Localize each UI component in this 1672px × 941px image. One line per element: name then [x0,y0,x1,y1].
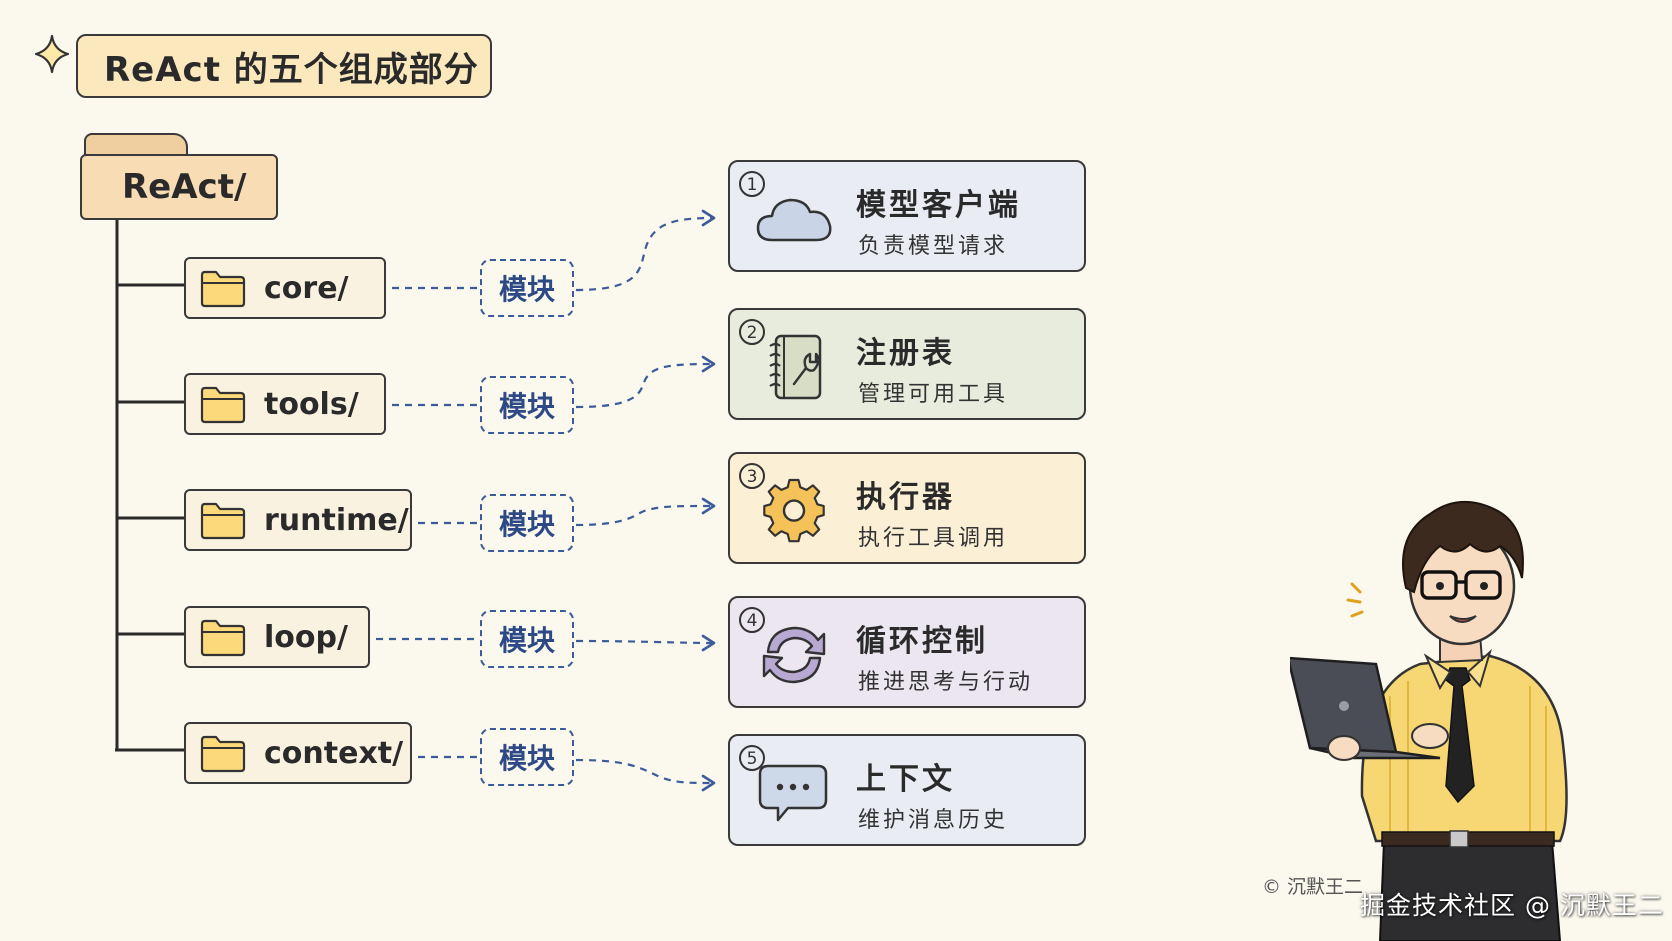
component-title: 注册表 [856,336,955,371]
folder-label: loop/ [264,619,348,655]
root-folder: ReAct/ [80,154,278,220]
number-badge: 2 [739,319,765,345]
tool-notebook-icon [769,334,822,400]
folder-icon [200,270,246,308]
component-card-model-client: 1 模型客户端 负责模型请求 [728,160,1086,272]
module-tag: 模块 [480,610,574,668]
number-badge: 1 [739,171,765,197]
component-title: 循环控制 [856,624,988,659]
folder-icon [200,502,246,540]
folder-icon [200,735,246,773]
number-badge: 5 [739,745,765,771]
sparkle-marks [1346,582,1364,618]
folder-module-links [376,286,480,759]
component-description: 负责模型请求 [858,234,1009,259]
component-description: 推进思考与行动 [858,670,1034,695]
sparkle-icon [34,34,70,74]
page-title: ReAct 的五个组成部分 [76,34,492,98]
folder-icon [200,386,246,424]
component-card-executor: 3 执行器 执行工具调用 [728,452,1086,564]
module-card-links [575,216,713,785]
component-title: 执行器 [856,480,955,515]
module-tag: 模块 [480,376,574,434]
number-text: 2 [747,323,758,343]
module-tag: 模块 [480,259,574,317]
folder-core: core/ [184,257,386,319]
component-description: 执行工具调用 [858,526,1009,551]
folder-icon [200,619,246,657]
root-folder-label: ReAct/ [122,167,247,207]
page-title-text: ReAct 的五个组成部分 [104,49,479,90]
copyright-text: © 沉默王二 [1262,876,1364,898]
watermark-text: 掘金技术社区 @ 沉默王二 [1360,891,1664,920]
folder-tools: tools/ [184,373,386,435]
number-badge: 3 [739,463,765,489]
module-tag: 模块 [480,728,574,786]
tree-lines [115,220,184,752]
module-tag: 模块 [480,494,574,552]
component-card-registry: 2 注册表 管理可用工具 [728,308,1086,420]
folder-label: core/ [264,270,349,306]
component-card-loop-control: 4 循环控制 推进思考与行动 [728,596,1086,708]
folder-runtime: runtime/ [184,489,412,551]
component-title: 模型客户端 [856,188,1021,223]
number-badge: 4 [739,607,765,633]
number-text: 1 [747,175,758,195]
folder-context: context/ [184,722,412,784]
folder-label: runtime/ [264,502,409,538]
component-title: 上下文 [856,762,955,797]
gear-icon [763,478,825,543]
folder-label: context/ [264,735,404,771]
number-text: 5 [747,749,758,769]
component-card-context: 5 上下文 维护消息历史 [728,734,1086,846]
folder-label: tools/ [264,386,359,422]
programmer-character-illustration [1290,500,1568,941]
folder-loop: loop/ [184,606,370,668]
component-description: 管理可用工具 [858,382,1009,407]
chat-bubble-icon [758,764,828,822]
number-text: 4 [747,611,758,631]
cycle-arrows-icon [762,626,826,684]
arrowheads [701,209,716,792]
cloud-icon [756,198,832,242]
number-text: 3 [747,467,758,487]
component-description: 维护消息历史 [858,808,1009,833]
